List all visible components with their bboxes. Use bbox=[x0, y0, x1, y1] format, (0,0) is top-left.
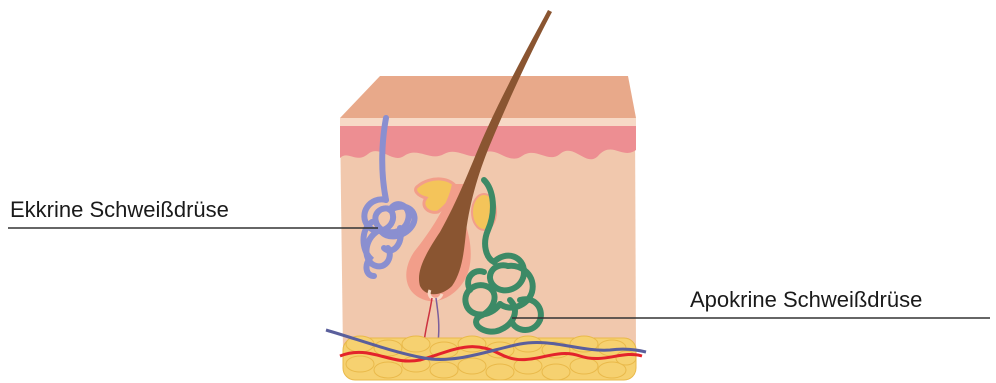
skin-surface bbox=[340, 76, 636, 118]
apocrine-gland-label: Apokrine Schweißdrüse bbox=[690, 289, 922, 311]
eccrine-gland-label: Ekkrine Schweißdrüse bbox=[10, 199, 229, 221]
